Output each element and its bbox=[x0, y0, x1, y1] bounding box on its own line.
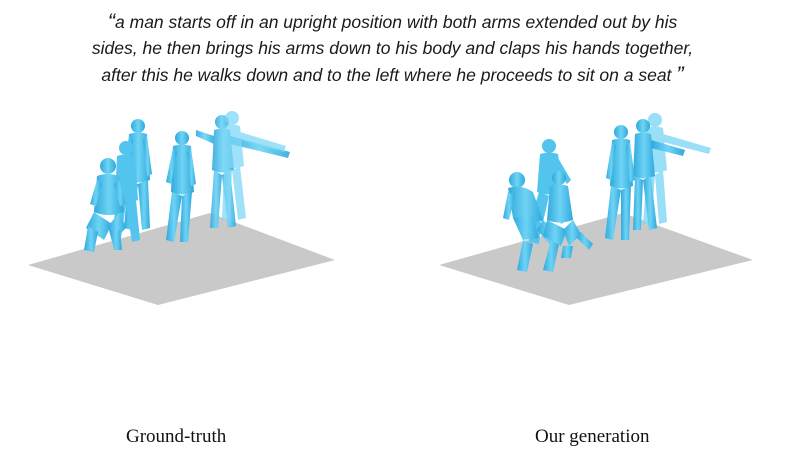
ground-truth-render bbox=[28, 111, 335, 305]
our-generation-render bbox=[439, 113, 753, 305]
our-generation-caption: Our generation bbox=[535, 426, 650, 447]
human-figure-seated bbox=[543, 171, 593, 258]
human-figure-arms-out bbox=[633, 119, 685, 230]
floor-plane bbox=[439, 213, 753, 305]
quote-line-3: after this he walks down and to the left… bbox=[0, 61, 785, 88]
human-figure-standing bbox=[605, 125, 635, 240]
close-quote-mark: ” bbox=[676, 62, 684, 87]
quote-line-1: “a man starts off in an upright position… bbox=[0, 8, 785, 35]
human-figure-arms-out bbox=[222, 111, 286, 220]
human-figure-standing-center bbox=[166, 131, 196, 242]
open-quote-mark: “ bbox=[107, 9, 116, 34]
floor-plane bbox=[28, 213, 335, 305]
text-prompt-quote: “a man starts off in an upright position… bbox=[0, 8, 785, 88]
quote-line-2: sides, he then brings his arms down to h… bbox=[91, 38, 694, 58]
quote-line-3-text: after this he walks down and to the left… bbox=[101, 65, 672, 85]
ground-truth-caption: Ground-truth bbox=[126, 426, 227, 447]
our-generation-panel bbox=[393, 100, 785, 418]
ground-truth-panel bbox=[0, 100, 392, 418]
quote-line-1-text: a man starts off in an upright position … bbox=[115, 12, 678, 32]
human-figure-seated bbox=[84, 158, 126, 252]
